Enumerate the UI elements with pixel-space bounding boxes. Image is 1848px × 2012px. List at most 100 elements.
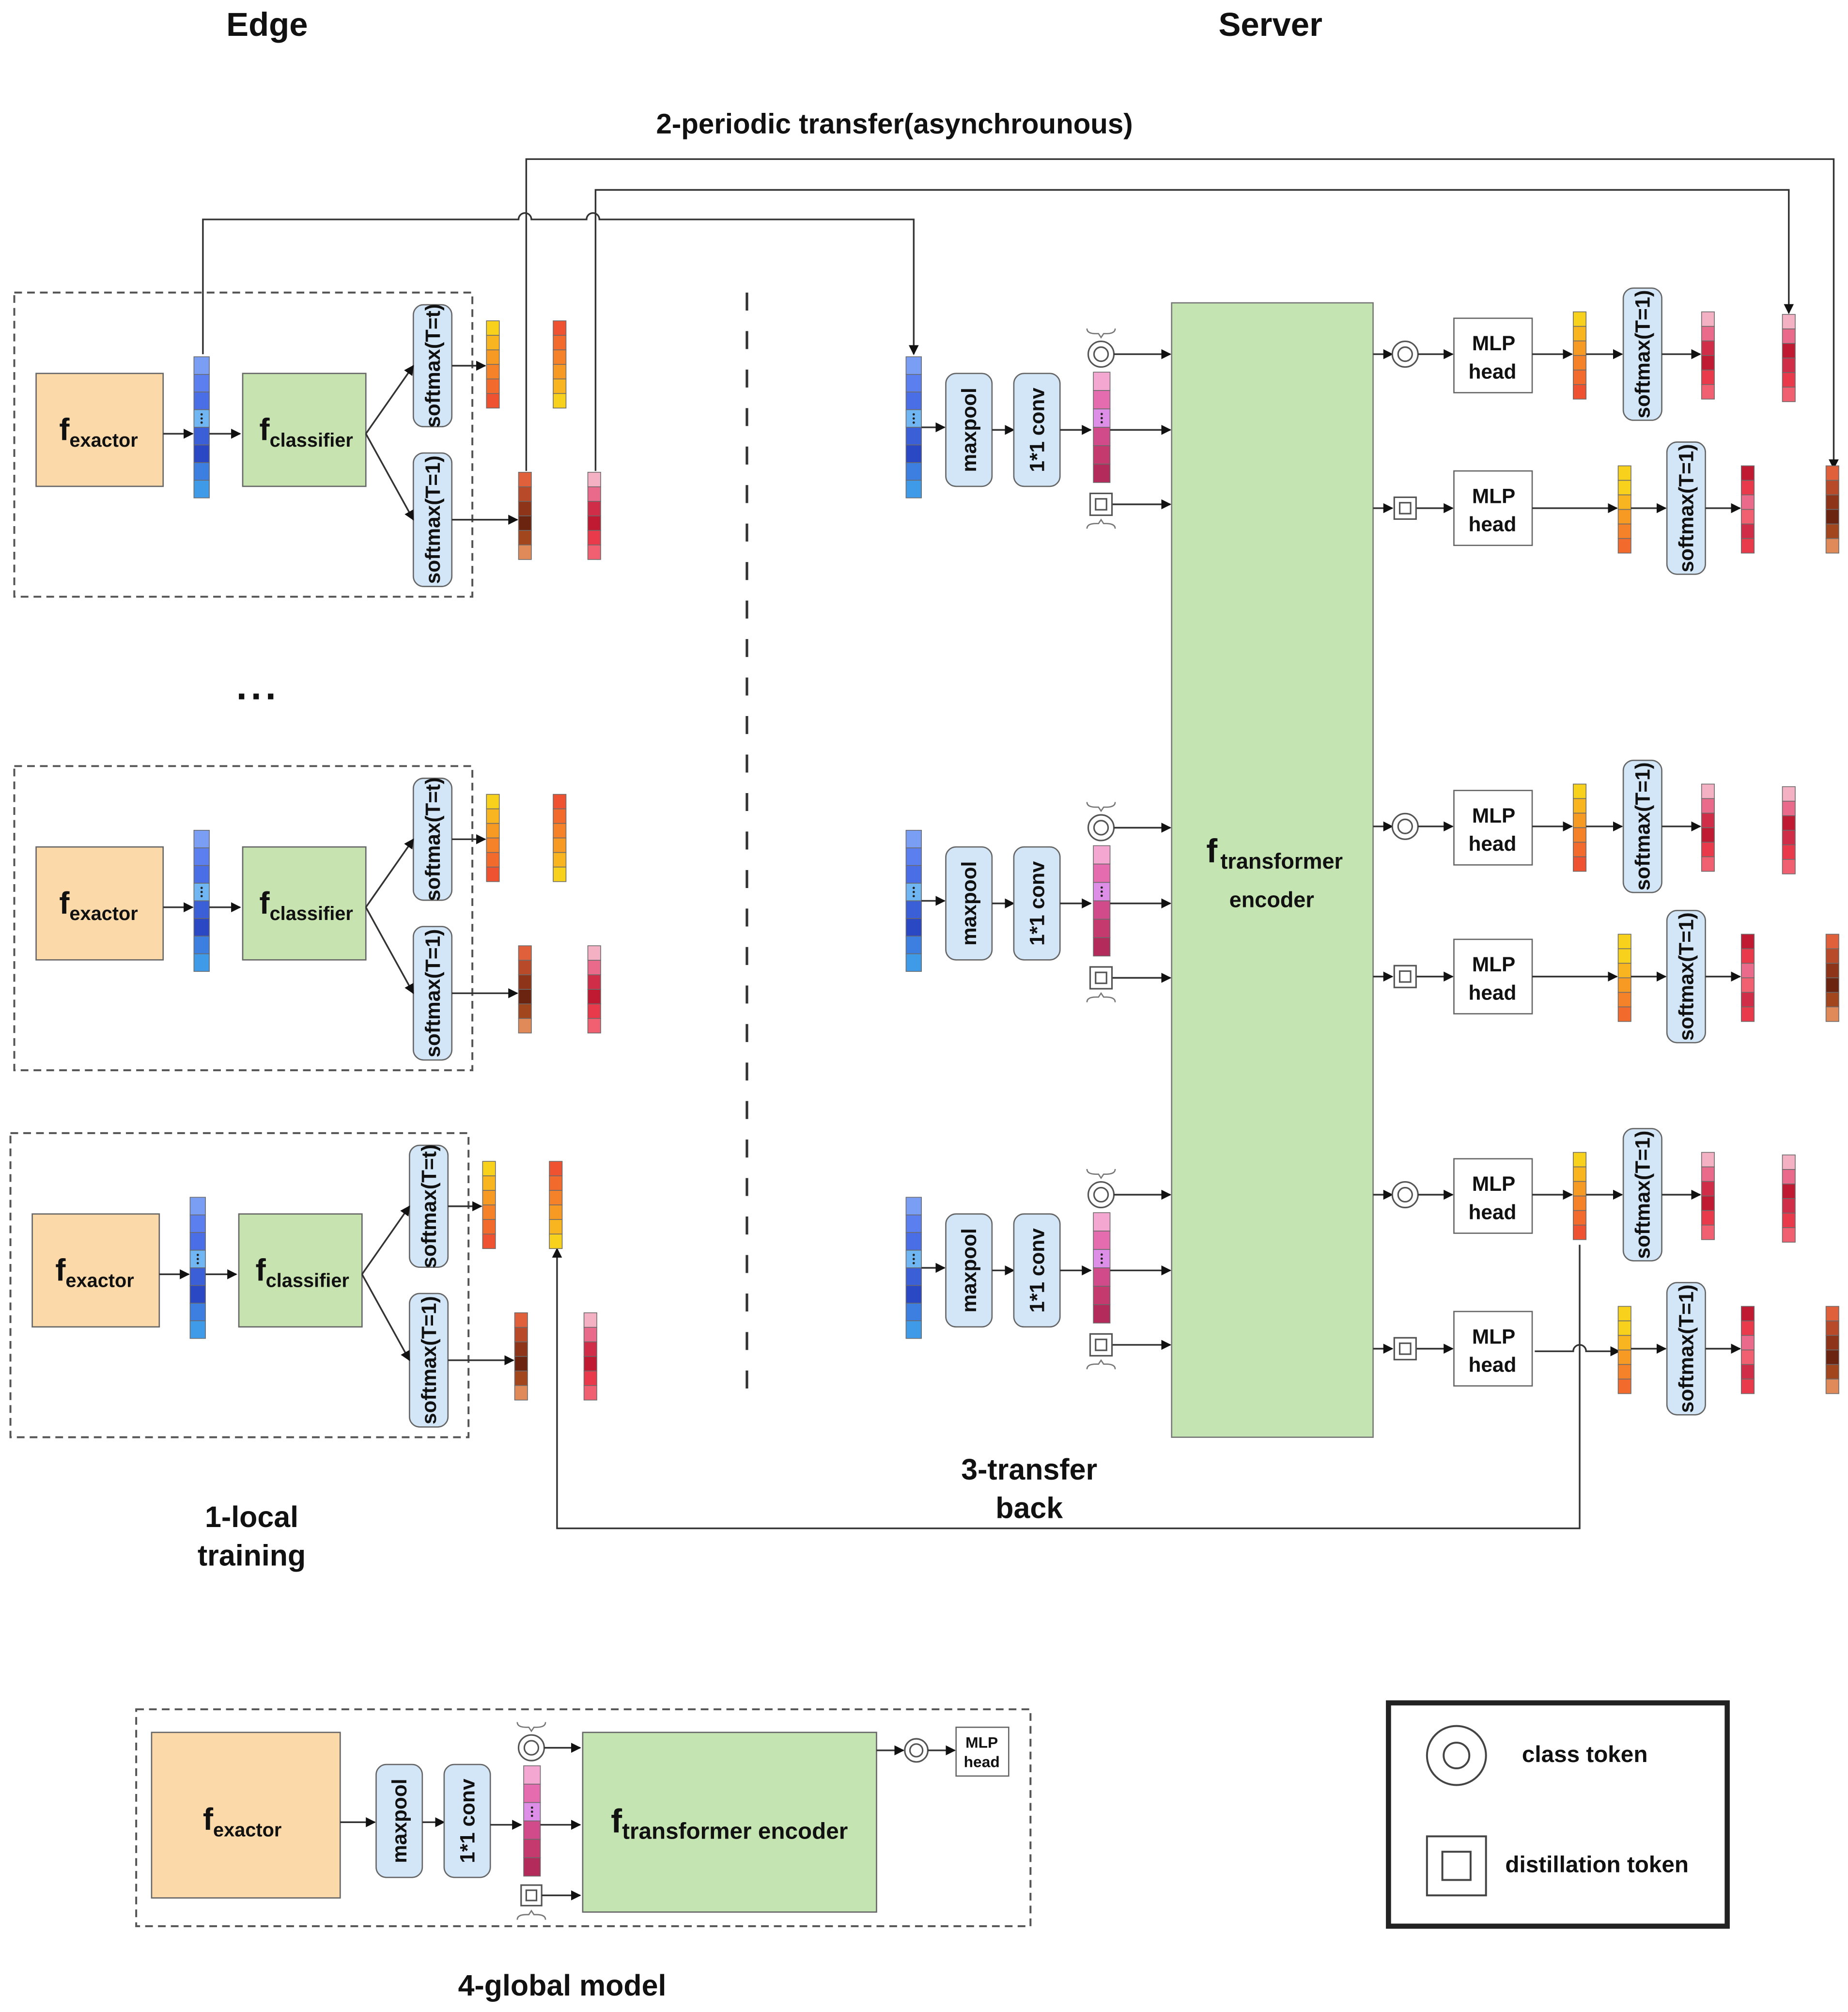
- server-row-2-feature-vector: [905, 829, 922, 972]
- server-row-3-patch-tokens-cell: [1093, 1267, 1111, 1287]
- server-head-2-edge-logit-vector-cell: [1825, 963, 1839, 979]
- server-head-3-edge-logit-vector-cell: [1825, 1306, 1839, 1322]
- server-head-1-class-prob-vector-cell: [1701, 355, 1715, 371]
- server-head-1-edge-logit-vector: [1825, 465, 1839, 554]
- server-head-1-distill-logit-vector-cell: [1617, 494, 1631, 510]
- edge-client-3-logit-vector: [514, 1312, 528, 1401]
- edge-client-2-soft-label-vector-cell: [486, 808, 500, 824]
- global-patch-tokens-dot: [530, 1810, 533, 1813]
- server-head-2-edge-logit-vector-cell: [1825, 948, 1839, 964]
- server-head-1-class-prob-vector-cell: [1701, 311, 1715, 327]
- edge-client-3-feature-vector-cell: [189, 1197, 206, 1216]
- server-head-1-class-logit-vector-cell: [1572, 384, 1587, 400]
- edge-client-2-softmax-t-label: softmax(T=t): [421, 778, 444, 901]
- server-head-3-distill-logit-vector-cell: [1617, 1364, 1631, 1380]
- edge-client-1-logit-vector: [518, 471, 532, 560]
- edge-client-2-feature-vector: [193, 829, 210, 972]
- server-head-1-distill-prob-vector-cell: [1740, 494, 1755, 510]
- edge-client-2-distill-label-vector: [587, 945, 601, 1034]
- edge-client-3-feature-extractor: [31, 1213, 160, 1328]
- server-head-1-distill-logit-vector-cell: [1617, 509, 1631, 525]
- edge-client-2-server-soft-label-vector-cell: [553, 837, 567, 853]
- server-head-1-mlp-head-distill-line2: head: [1468, 513, 1516, 536]
- server-head-3-distill-prob-vector-cell: [1740, 1364, 1755, 1380]
- server-head-1-class-prob-vector-cell: [1701, 369, 1715, 385]
- server-head-3-mlp-head-distill: [1453, 1310, 1533, 1387]
- server-row-3-patch-tokens: [1093, 1212, 1111, 1324]
- server-head-2-out-class-token-inner: [1397, 818, 1413, 834]
- legend-distillation-token-label: distillation token: [1505, 1852, 1689, 1878]
- server-head-2-class-prob-vector-cell: [1701, 798, 1715, 814]
- server-head-2-out-distill-token: [1393, 965, 1417, 988]
- global-model-box: [135, 1708, 1032, 1927]
- edge-client-2-soft-label-vector-cell: [486, 794, 500, 810]
- edge-client-1-soft-label-vector-cell: [486, 364, 500, 380]
- edge-client-1-feature-vector-cell: [193, 374, 210, 392]
- server-row-1-conv-label: 1*1 conv: [1025, 388, 1048, 472]
- server-head-2-distill-softmax-label: softmax(T=1): [1675, 912, 1698, 1041]
- server-head-3-edge-prob-vector: [1782, 1154, 1796, 1243]
- server-head-3-class-logit-vector-cell: [1572, 1195, 1587, 1211]
- server-head-1-class-logit-vector-cell: [1572, 355, 1587, 371]
- server-row-1-patch-tokens-cell: [1093, 372, 1111, 391]
- server-head-2-out-distill-token-inner: [1398, 970, 1412, 983]
- edge-client-2-feature-vector-cell: [193, 865, 210, 884]
- edge-client-1-feature-vector-cell: [193, 462, 210, 481]
- server-head-3-edge-logit-vector-cell: [1825, 1320, 1839, 1336]
- server-head-2-edge-prob-vector-cell: [1782, 859, 1796, 874]
- edge-client-2-logit-vector-cell: [518, 974, 532, 990]
- edge-client-1-server-soft-label-vector: [553, 320, 567, 409]
- server-head-1-distill-softmax-label: softmax(T=1): [1675, 444, 1698, 572]
- server-head-2-distill-prob-vector-cell: [1740, 963, 1755, 979]
- global-patch-tokens-cell: [523, 1820, 541, 1840]
- edge-client-3-server-soft-label-vector-cell: [549, 1161, 563, 1176]
- server-head-3-class-logit-vector-cell: [1572, 1166, 1587, 1182]
- server-head-3-class-logit-vector-cell: [1572, 1224, 1587, 1240]
- server-head-1-edge-prob-vector-cell: [1782, 358, 1796, 373]
- server-head-2-class-logit-vector-cell: [1572, 812, 1587, 828]
- server-head-3-mlp-head-class-line2: head: [1468, 1201, 1516, 1223]
- server-row-3-distillation-token-inner: [1095, 1339, 1107, 1351]
- server-row-1-feature-vector-cell: [905, 427, 922, 446]
- edge-client-2-logit-vector-cell: [518, 960, 532, 975]
- edge-client-1-arrow-to-softmax-t: [365, 365, 414, 435]
- distillation-token-icon-inner: [1441, 1851, 1472, 1881]
- edge-client-2-distill-label-vector-cell: [587, 960, 601, 975]
- server-head-3-distill-logit-vector-cell: [1617, 1335, 1631, 1351]
- server-row-3-patch-tokens-dot: [1100, 1257, 1103, 1260]
- global-mlp-head: [955, 1726, 1009, 1777]
- server-head-1-class-logit-vector-cell: [1572, 326, 1587, 342]
- server-row-1-feature-vector-cell: [905, 444, 922, 463]
- server-row-2-feature-vector-dot: [912, 895, 915, 898]
- edge-client-3-logit-vector-cell: [514, 1326, 528, 1342]
- server-row-1-patch-tokens-dot: [1100, 421, 1103, 423]
- global-out-class-token-inner: [909, 1743, 924, 1758]
- edge-client-3-arrow-to-softmax-t: [361, 1205, 410, 1275]
- edge-client-2-server-soft-label-vector-cell: [553, 794, 567, 810]
- edge-client-3-feature-vector-cell: [189, 1267, 206, 1286]
- server-row-2-patch-tokens: [1093, 845, 1111, 957]
- edge-client-1-server-soft-label-vector-cell: [553, 335, 567, 351]
- server-head-1-out-class-token-inner: [1397, 346, 1413, 362]
- server-head-2-distill-prob-vector: [1740, 934, 1755, 1022]
- edge-client-2-soft-label-vector-cell: [486, 837, 500, 853]
- server-head-1-distill-logit-vector-cell: [1617, 538, 1631, 554]
- global-patch-tokens-cell: [523, 1765, 541, 1785]
- server-head-3-distill-prob-vector-cell: [1740, 1335, 1755, 1351]
- server-head-1-edge-logit-vector-cell: [1825, 538, 1839, 554]
- server-head-2-mlp-head-class: [1453, 790, 1533, 866]
- server-head-3-class-prob-vector-cell: [1701, 1181, 1715, 1197]
- server-head-2-mlp-head-distill-line2: head: [1468, 981, 1516, 1004]
- server-head-3-class-prob-vector-cell: [1701, 1195, 1715, 1211]
- server-head-2-distill-logit-vector: [1617, 934, 1631, 1022]
- server-head-2-class-prob-vector-cell: [1701, 842, 1715, 858]
- edge-client-3-feature-vector-cell: [189, 1285, 206, 1304]
- server-head-1-distill-logit-vector-cell: [1617, 465, 1631, 481]
- server-head-2-edge-prob-vector-cell: [1782, 844, 1796, 860]
- edge-client-3-distill-label-vector-cell: [583, 1326, 597, 1342]
- edge-client-box-2: [13, 765, 474, 1072]
- server-head-3-distill-logit-vector: [1617, 1306, 1631, 1394]
- server-row-2-patch-tokens-cell: [1093, 845, 1111, 865]
- server-row-1-feature-vector-cell: [905, 356, 922, 375]
- server-head-1-class-softmax-label: softmax(T=1): [1631, 290, 1654, 419]
